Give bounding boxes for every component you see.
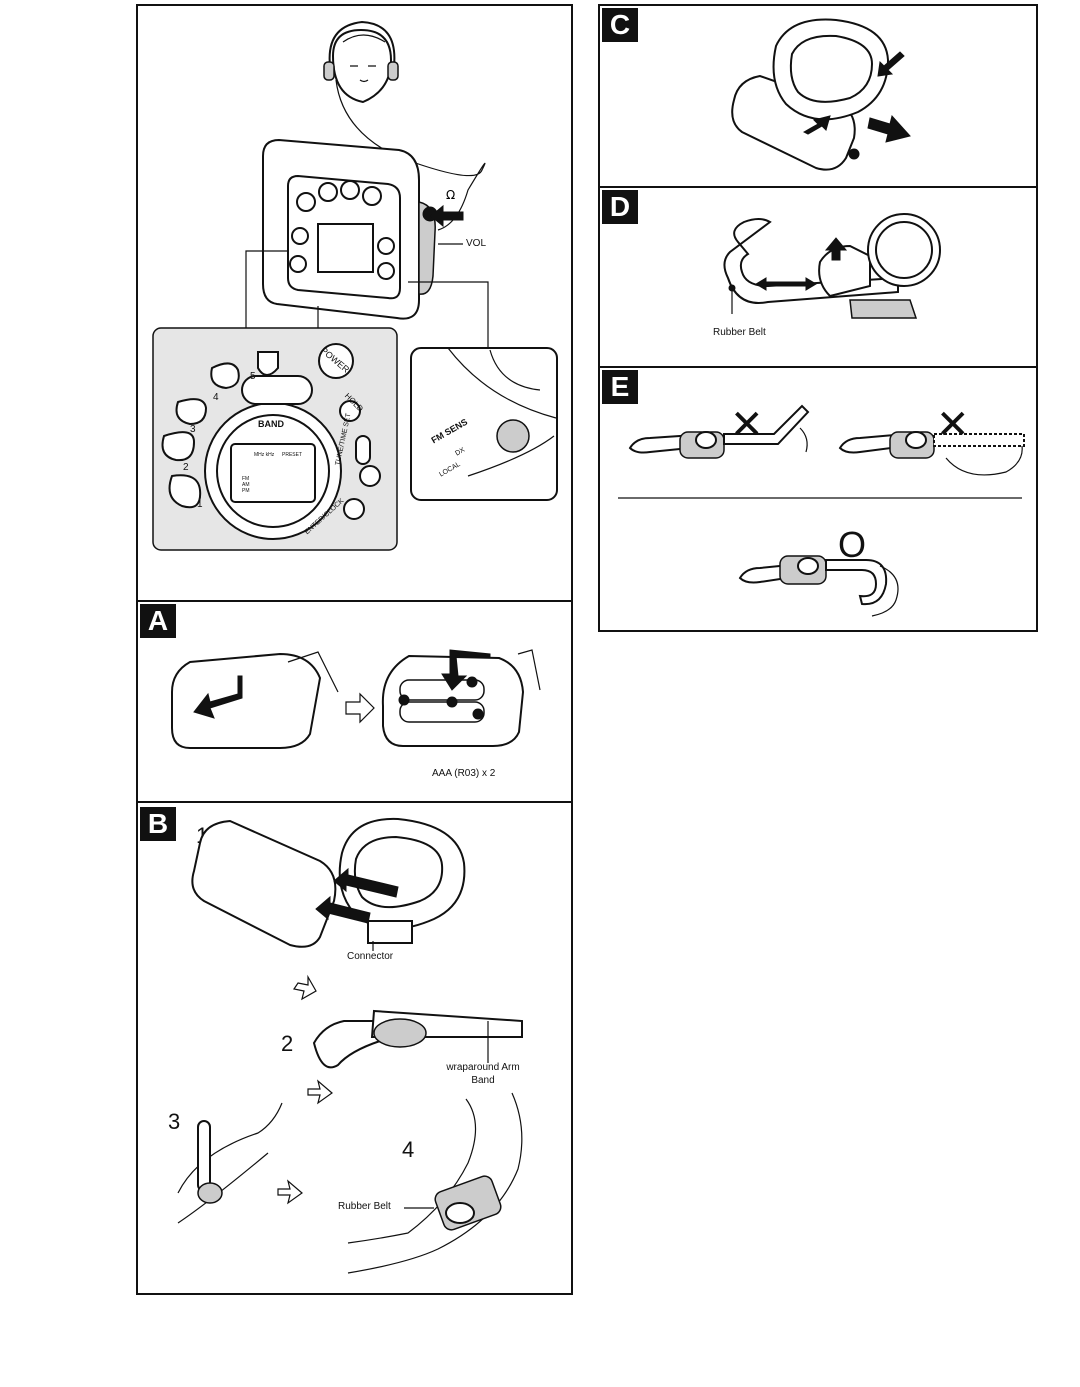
slide-down-arrow-icon (193, 675, 243, 719)
preset-number-4: 4 (213, 392, 219, 403)
arm-band-label: wraparound Arm Band (446, 1062, 520, 1086)
section-e-badge: E (602, 370, 638, 404)
battery-insert-arrow-icon (441, 649, 491, 691)
section-b-badge: B (140, 807, 176, 841)
rubber-belt-adjust-illustration (723, 213, 941, 319)
display-band-pm: PM (242, 488, 250, 494)
lift-arrow-icon (824, 237, 848, 261)
radio-unit-icon (262, 138, 438, 320)
rubber-belt-label-b: Rubber Belt (338, 1201, 391, 1212)
pull-arrow-icon (867, 114, 911, 143)
radio-overview-panel: Ω VOL BAND POWER HOLD TUNE/TIME SET ENTE… (136, 4, 573, 602)
down-arrow-icon (293, 974, 317, 1001)
arm-band-attach-illustration (177, 817, 523, 1274)
down-left-arrow-icon (307, 1079, 333, 1105)
preset-number-1: 1 (197, 499, 203, 510)
slide-both-ways-arrow-icon (755, 277, 817, 291)
preset-number-3: 3 (190, 424, 196, 435)
step-3-number: 3 (168, 1109, 181, 1134)
right-mark-icon: O (838, 524, 867, 565)
preset-button-1-shape (168, 474, 202, 509)
preset-number-2: 2 (183, 462, 189, 473)
band-fold-illustration (618, 404, 1025, 617)
section-c-badge: C (602, 8, 638, 42)
next-arrow-icon (277, 1179, 303, 1205)
section-b-panel: B 1 2 3 4 Connector wraparound Arm Band … (136, 801, 573, 1295)
section-d-badge: D (602, 190, 638, 224)
section-e-panel: E ✕ ✕ O (598, 366, 1038, 632)
display-units-label: MHz kHz (254, 452, 275, 458)
preset-number-5: 5 (250, 371, 256, 382)
wrong-mark-2-icon: ✕ (936, 402, 970, 448)
connector-label: Connector (347, 951, 394, 962)
headphone-jack-arrow-icon (430, 204, 464, 228)
step-2-number: 2 (281, 1031, 294, 1056)
listener-head-icon (323, 20, 399, 104)
section-a-panel: A AAA (R03) x 2 (136, 600, 573, 803)
battery-install-illustration (171, 649, 541, 749)
band-removal-illustration (731, 18, 911, 171)
band-label: BAND (258, 419, 284, 429)
press-arrow-icon (877, 51, 905, 77)
next-step-arrow-icon (345, 692, 375, 724)
rubber-belt-label-d: Rubber Belt (713, 327, 766, 338)
wrong-mark-1-icon: ✕ (730, 402, 764, 448)
section-a-badge: A (140, 604, 176, 638)
headphone-jack-icon: Ω (446, 188, 455, 202)
section-c-panel: C (598, 4, 1038, 188)
step-4-number: 4 (402, 1137, 415, 1162)
display-band-fm: FM (242, 476, 250, 482)
section-d-panel: D Rubber Belt (598, 186, 1038, 368)
vol-label: VOL (466, 238, 487, 249)
insert-arrow-icon (333, 867, 399, 898)
radio-overview-illustration: Ω (152, 20, 558, 551)
battery-type-label: AAA (R03) x 2 (432, 768, 496, 779)
display-band-am: AM (242, 482, 250, 488)
display-preset-label: PRESET (282, 452, 303, 458)
headphone-cord (335, 79, 486, 231)
